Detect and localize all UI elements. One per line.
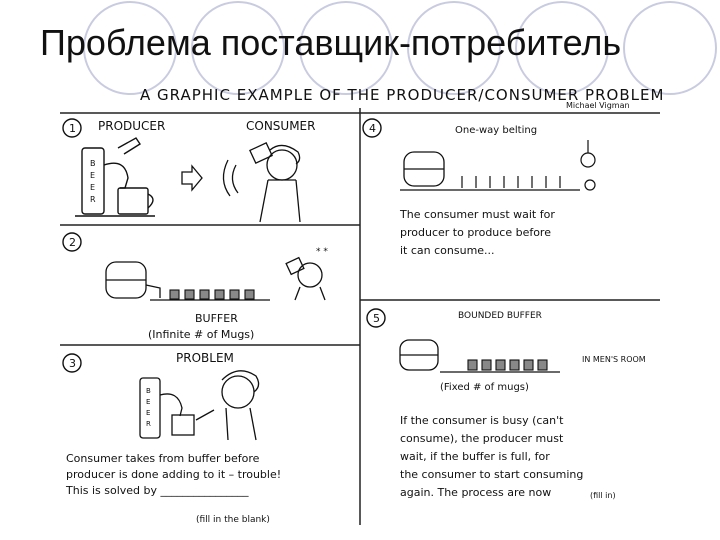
panel-2-number: 2 <box>69 236 76 249</box>
comic-author: Michael Vigman <box>566 101 630 110</box>
panel-4-number: 4 <box>369 122 376 135</box>
beer-tap-icon <box>75 137 155 217</box>
panel-3-caption-1: Consumer takes from buffer before <box>66 452 260 465</box>
panel-1-number: 1 <box>69 122 76 135</box>
belt-mugs <box>461 176 561 188</box>
arrow-right-icon <box>181 164 203 192</box>
svg-text:R: R <box>146 420 151 428</box>
panel-3-caption-2: producer is done adding to it – trouble! <box>66 468 281 481</box>
svg-text:E: E <box>146 398 150 406</box>
bounded-buffer-note: (Fixed # of mugs) <box>440 382 529 393</box>
belt-label: One-way belting <box>455 125 537 136</box>
producer-label: PRODUCER <box>98 119 165 133</box>
mens-room-label: IN MEN'S ROOM <box>582 355 646 364</box>
svg-text:* *: * * <box>316 247 328 257</box>
panel-5-caption-2: consume), the producer must <box>400 432 564 445</box>
bounded-buffer-mugs <box>467 359 548 371</box>
panel-5-fill-note: (fill in) <box>590 491 616 500</box>
svg-text:B: B <box>90 159 96 168</box>
problem-label: PROBLEM <box>176 351 234 365</box>
panel-5-number: 5 <box>373 312 380 325</box>
consumer-label: CONSUMER <box>246 119 315 133</box>
panel-5: 5 BOUNDED BUFFER (Fixed # of mugs) IN ME… <box>366 308 646 500</box>
panel-4: 4 One-way belting The consumer must wait… <box>362 118 596 257</box>
panel-5-caption-5: again. The process are now <box>400 486 551 499</box>
comic-heading: A GRAPHIC EXAMPLE OF THE PRODUCER/CONSUM… <box>140 86 664 104</box>
panel-4-caption-1: The consumer must wait for <box>399 208 555 221</box>
keg-icon <box>399 339 560 373</box>
buffer-note: (Infinite # of Mugs) <box>148 328 254 341</box>
panel-1: 1 PRODUCER CONSUMER B E E R <box>62 118 315 223</box>
svg-text:B: B <box>146 387 151 395</box>
svg-text:E: E <box>90 171 95 180</box>
consumer-figure-icon <box>285 256 326 301</box>
panel-3-caption-3: This is solved by ________________ <box>65 484 249 497</box>
panel-2: 2 BUFFER (Infinite # of Mugs) * * <box>62 232 328 341</box>
consumer-figure-icon <box>222 141 301 223</box>
panel-4-caption-2: producer to produce before <box>400 226 551 239</box>
svg-text:R: R <box>90 195 96 204</box>
keg-icon <box>105 261 270 301</box>
svg-text:E: E <box>90 183 95 192</box>
panel-3-number: 3 <box>69 357 76 370</box>
consumer-figure-icon <box>580 140 596 191</box>
bounded-buffer-label: BOUNDED BUFFER <box>458 311 542 321</box>
beer-tap-icon <box>139 377 195 439</box>
panel-5-caption-3: wait, if the buffer is full, for <box>400 450 550 463</box>
svg-text:E: E <box>146 409 150 417</box>
panel-4-caption-3: it can consume... <box>400 244 495 257</box>
slide-title: Проблема поставщик-потребитель <box>40 22 622 63</box>
panel-3-fill-note: (fill in the blank) <box>196 515 270 525</box>
panel-5-caption-1: If the consumer is busy (can't <box>400 414 564 427</box>
panel-5-caption-4: the consumer to start consuming <box>400 468 583 481</box>
buffer-label: BUFFER <box>195 312 238 325</box>
panel-3: 3 PROBLEM B E E R Consumer takes from bu… <box>62 351 281 525</box>
buffer-mugs <box>169 289 255 300</box>
panel-grid <box>60 108 660 525</box>
consumer-figure-icon <box>195 370 260 441</box>
keg-icon <box>400 151 580 191</box>
